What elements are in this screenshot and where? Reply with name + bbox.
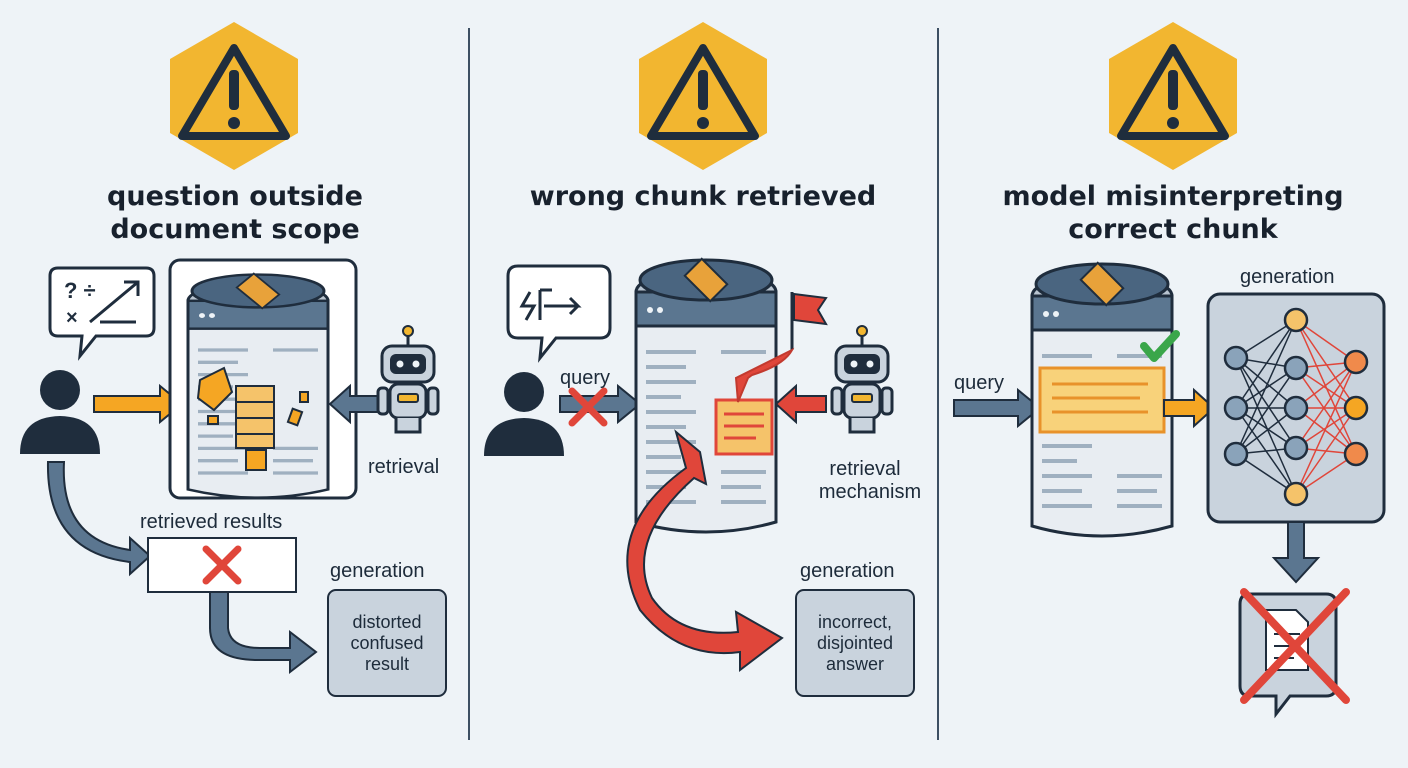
flag-icon	[790, 292, 828, 350]
query-label: query	[954, 372, 1005, 394]
panel-1-title-line-1: question outside	[107, 181, 363, 212]
result-line-1: incorrect,	[817, 612, 893, 632]
warning-icon	[1109, 22, 1237, 170]
panel-3-title-line-1: model misinterpreting	[1002, 181, 1344, 212]
code-bubble-icon	[506, 264, 612, 363]
user-icon	[20, 370, 100, 454]
panel-1-title-line-2: document scope	[110, 214, 360, 245]
generation-label: generation	[1240, 266, 1335, 288]
scattered-fragments-icon	[196, 366, 309, 471]
query-label: query	[560, 367, 611, 389]
server-icon	[634, 256, 778, 534]
result-text: distorted confused result	[328, 612, 446, 675]
warning-icon	[639, 22, 767, 170]
crossed-document-icon	[1238, 588, 1350, 719]
result-line-1: distorted	[352, 612, 422, 632]
generation-label: generation	[330, 560, 425, 582]
svg-text:? ÷: ? ÷	[64, 278, 96, 303]
arrow-to-results	[46, 461, 152, 577]
result-box	[327, 589, 447, 697]
arrow-query	[559, 383, 642, 425]
panel-2-title: wrong chunk retrieved	[529, 181, 877, 212]
generation-label: generation	[800, 560, 895, 582]
result-line-2: disjointed	[816, 633, 894, 653]
correct-chunk	[1038, 366, 1166, 434]
arrow-retrieval	[774, 383, 827, 425]
arrow-to-generation	[1163, 387, 1216, 429]
big-red-arrow	[626, 429, 784, 673]
retrieved-results-label: retrieved results	[140, 511, 283, 533]
arrow-to-generation	[209, 591, 318, 675]
result-line-3: result	[364, 654, 409, 674]
arrow-down	[1271, 521, 1321, 584]
retrieval-mechanism-label-line-2: mechanism	[818, 481, 922, 503]
arrow-query	[953, 387, 1042, 429]
user-icon	[484, 372, 564, 456]
result-line-2: confused	[350, 633, 424, 653]
robot-icon	[830, 324, 894, 434]
panel-3-title-line-2: correct chunk	[1068, 214, 1278, 245]
svg-text:×: ×	[66, 307, 78, 329]
retrieval-mechanism-label-line-1: retrieval	[829, 458, 901, 480]
red-curve-arrow	[734, 347, 795, 403]
result-line-3: answer	[825, 654, 885, 674]
neural-network-icon	[1223, 307, 1369, 507]
warning-icon	[170, 22, 298, 170]
retrieval-label: retrieval	[368, 456, 440, 478]
result-text: incorrect, disjointed answer	[796, 612, 914, 675]
checkmark-icon	[1140, 330, 1180, 362]
robot-icon	[376, 324, 440, 434]
question-symbols-bubble-icon: ? ÷ ×	[48, 266, 156, 361]
result-box	[795, 589, 915, 697]
